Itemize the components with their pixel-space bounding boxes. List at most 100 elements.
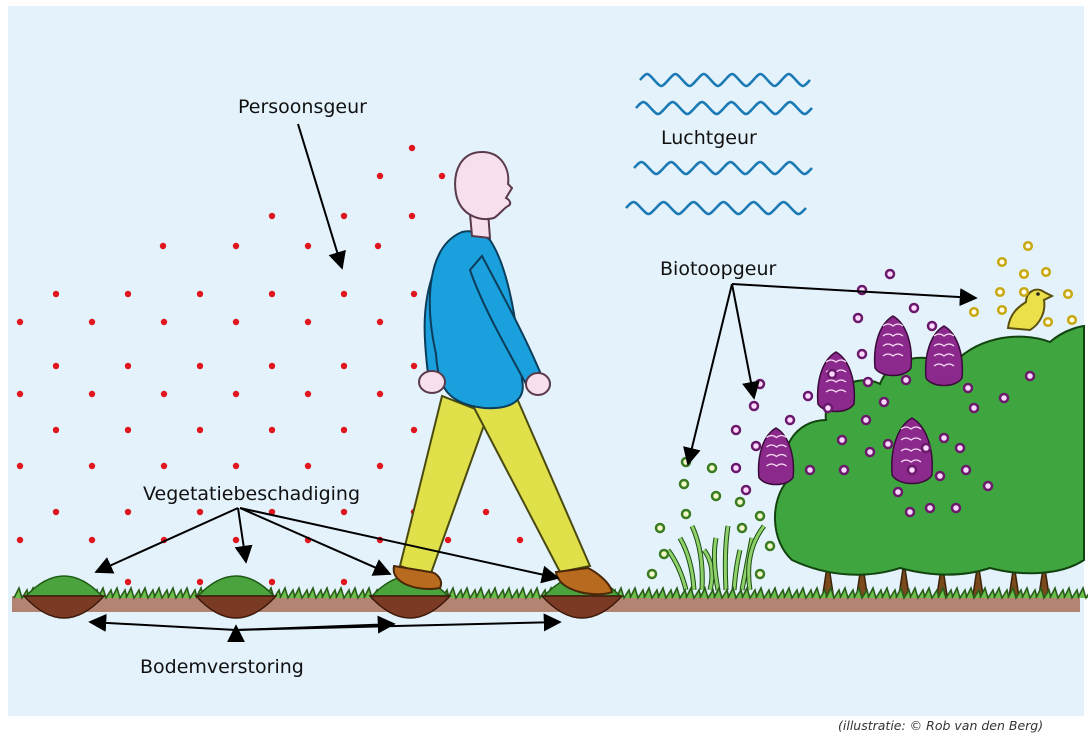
scent-circle-bush [856,348,868,360]
scent-dot [304,242,312,250]
grass-tuft [713,585,730,600]
scent-circle-grass [706,462,718,474]
arrow [235,613,562,632]
grass-tuft [349,585,366,600]
scent-dot [268,362,276,370]
vegetation-mound [196,575,276,597]
scent-dot [159,242,167,250]
scent-dot [124,426,132,434]
scent-circle-grass [754,568,766,580]
bird-body [1006,288,1055,332]
scent-circle-bush [836,434,848,446]
scent-dot [52,362,60,370]
flower-detail [933,363,955,367]
image-credit: (illustratie: © Rob van den Berg) [838,718,1044,733]
wave-line [639,72,811,88]
grass-tuft [923,585,940,600]
scent-circle-bush [926,320,938,332]
scent-dot [268,508,276,516]
flower-detail [825,389,847,393]
scent-dot [88,462,96,470]
grass-blade [732,549,742,591]
grass-tuft [881,585,898,600]
scent-dot [196,426,204,434]
scent-circle-grass [754,510,766,522]
grass-plant [665,524,767,591]
grass-tuft [503,585,520,600]
scent-circle-bush [884,268,896,280]
scent-circle-bush [882,438,894,450]
scent-circle-bush [904,506,916,518]
scent-dot [408,212,416,220]
scent-circle-bush [856,284,868,296]
grass-tuft [1063,585,1080,600]
scent-circle-bush [982,480,994,492]
scent-dot [52,508,60,516]
grass-tuft [461,585,478,600]
scent-circle-bush [862,376,874,388]
scent-dot [340,426,348,434]
scent-circle-grass [658,548,670,560]
scent-dot [124,290,132,298]
grass-tuft [867,585,884,600]
arrow [94,507,239,574]
arrow [88,613,237,632]
scent-dot [16,318,24,326]
scent-dot [268,426,276,434]
scent-circle-bush [968,402,980,414]
scent-circle-bush [822,402,834,414]
grass-tuft [1035,585,1052,600]
grass-tuft [475,585,492,600]
scent-dot [232,242,240,250]
arrow [239,507,560,584]
flower-detail [825,379,847,383]
grass-tuft [671,585,688,600]
grass-tuft [839,585,856,600]
scent-dot [124,578,132,586]
grass-tuft [517,585,534,600]
flower-detail [900,437,922,441]
flower-detail [933,333,955,337]
grass-tuft [965,585,982,600]
scent-circle-bush [892,486,904,498]
label-bodemverstoring: Bodemverstoring [140,656,304,678]
scent-circle-bush [920,442,932,454]
grass-tuft [1021,585,1038,600]
grass-tuft [783,585,800,600]
grass-tuft [139,585,156,600]
scent-dot [268,578,276,586]
grass-blade [747,525,766,591]
arrow [297,123,346,270]
scent-dot [88,536,96,544]
scent-dot [340,362,348,370]
label-persoonsgeur: Persoonsgeur [238,96,367,118]
scent-circle-bush [804,464,816,476]
bird-eye [1036,292,1040,296]
scent-dot [16,462,24,470]
scent-circle-grass [680,508,692,520]
scent-dot [52,426,60,434]
scent-circle-grass [646,568,658,580]
bird-icon [1006,288,1055,332]
scent-circle-bush [740,484,752,496]
grass-tuft [741,585,758,600]
scent-circle-bird [1022,240,1034,252]
scent-dot [268,290,276,298]
flower-detail [900,459,922,463]
arrow [683,283,733,466]
scent-circle-bush [954,442,966,454]
grass-tuft [727,585,744,600]
soil-depression [368,595,452,619]
scent-circle-bush [864,446,876,458]
scent-dot [16,536,24,544]
grass-tuft [993,585,1010,600]
scent-circle-bush [730,462,742,474]
grass-tuft [685,585,702,600]
scent-circle-bush [838,464,850,476]
scent-circle-bush [730,424,742,436]
scent-dot [196,578,204,586]
grass-tuft [937,585,954,600]
wave-line [625,200,807,216]
scent-circle-bush [748,400,760,412]
